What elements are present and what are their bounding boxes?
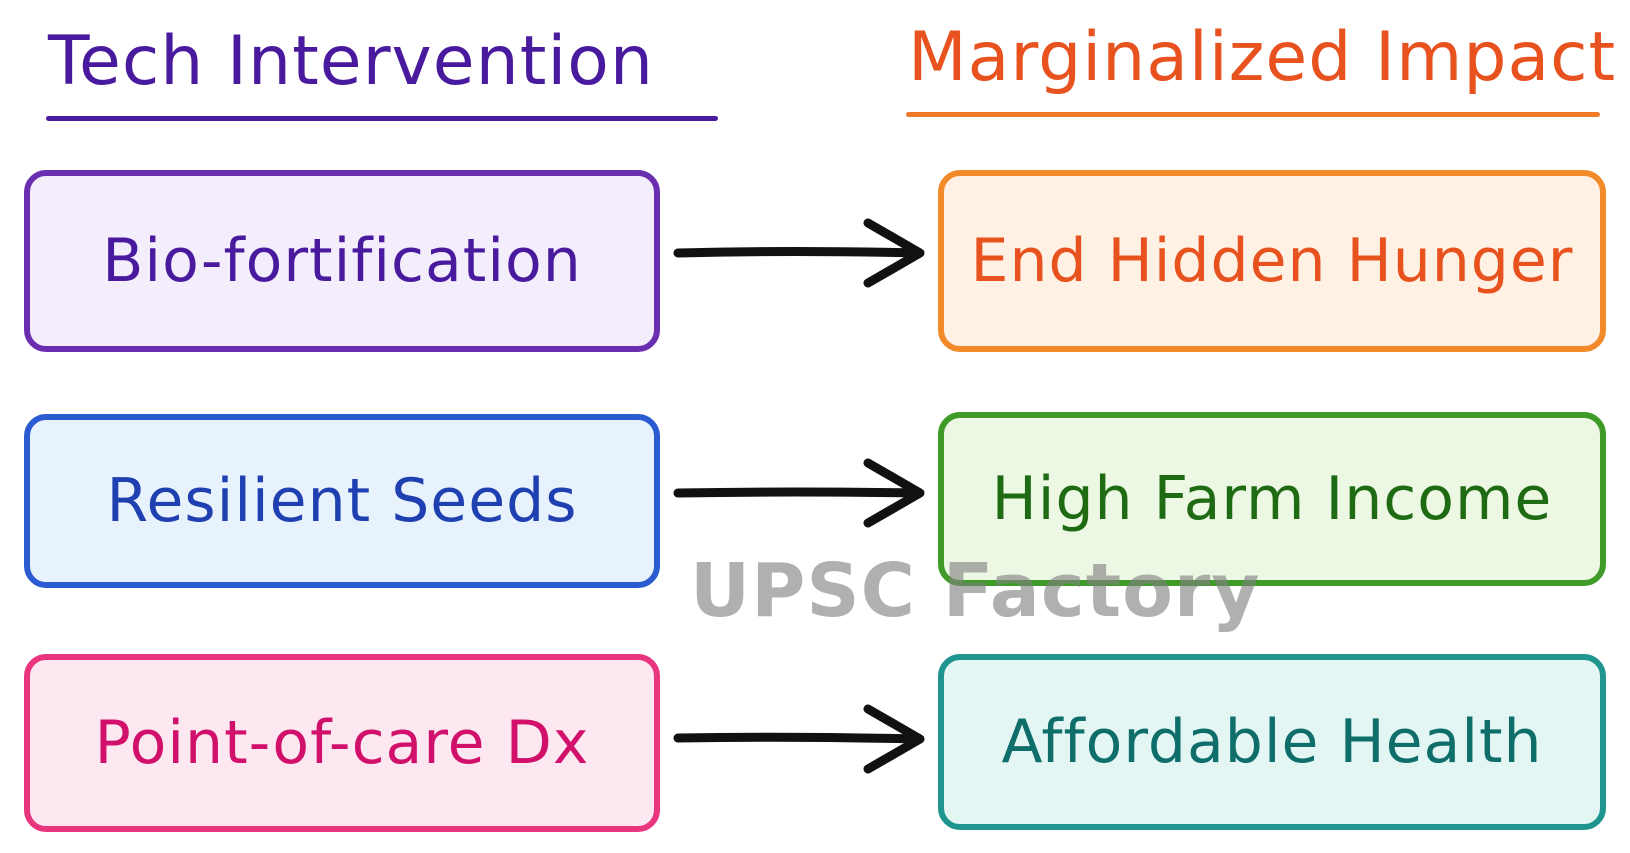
- heading-tech-intervention-underline: [46, 116, 718, 121]
- arrow-right-icon: [673, 458, 925, 528]
- intervention-box-point-of-care-dx: Point-of-care Dx: [24, 654, 660, 832]
- intervention-box-bio-fortification: Bio-fortification: [24, 170, 660, 352]
- heading-marginalized-impact-underline: [906, 112, 1600, 117]
- heading-marginalized-impact: Marginalized Impact: [908, 18, 1617, 97]
- impact-box-end-hidden-hunger: End Hidden Hunger: [938, 170, 1606, 352]
- arrow-right-icon: [673, 218, 925, 288]
- impact-box-high-farm-income: High Farm Income: [938, 412, 1606, 586]
- impact-box-affordable-health: Affordable Health: [938, 654, 1606, 830]
- arrow-right-icon: [673, 704, 925, 774]
- intervention-box-resilient-seeds: Resilient Seeds: [24, 414, 660, 588]
- heading-tech-intervention: Tech Intervention: [48, 22, 654, 101]
